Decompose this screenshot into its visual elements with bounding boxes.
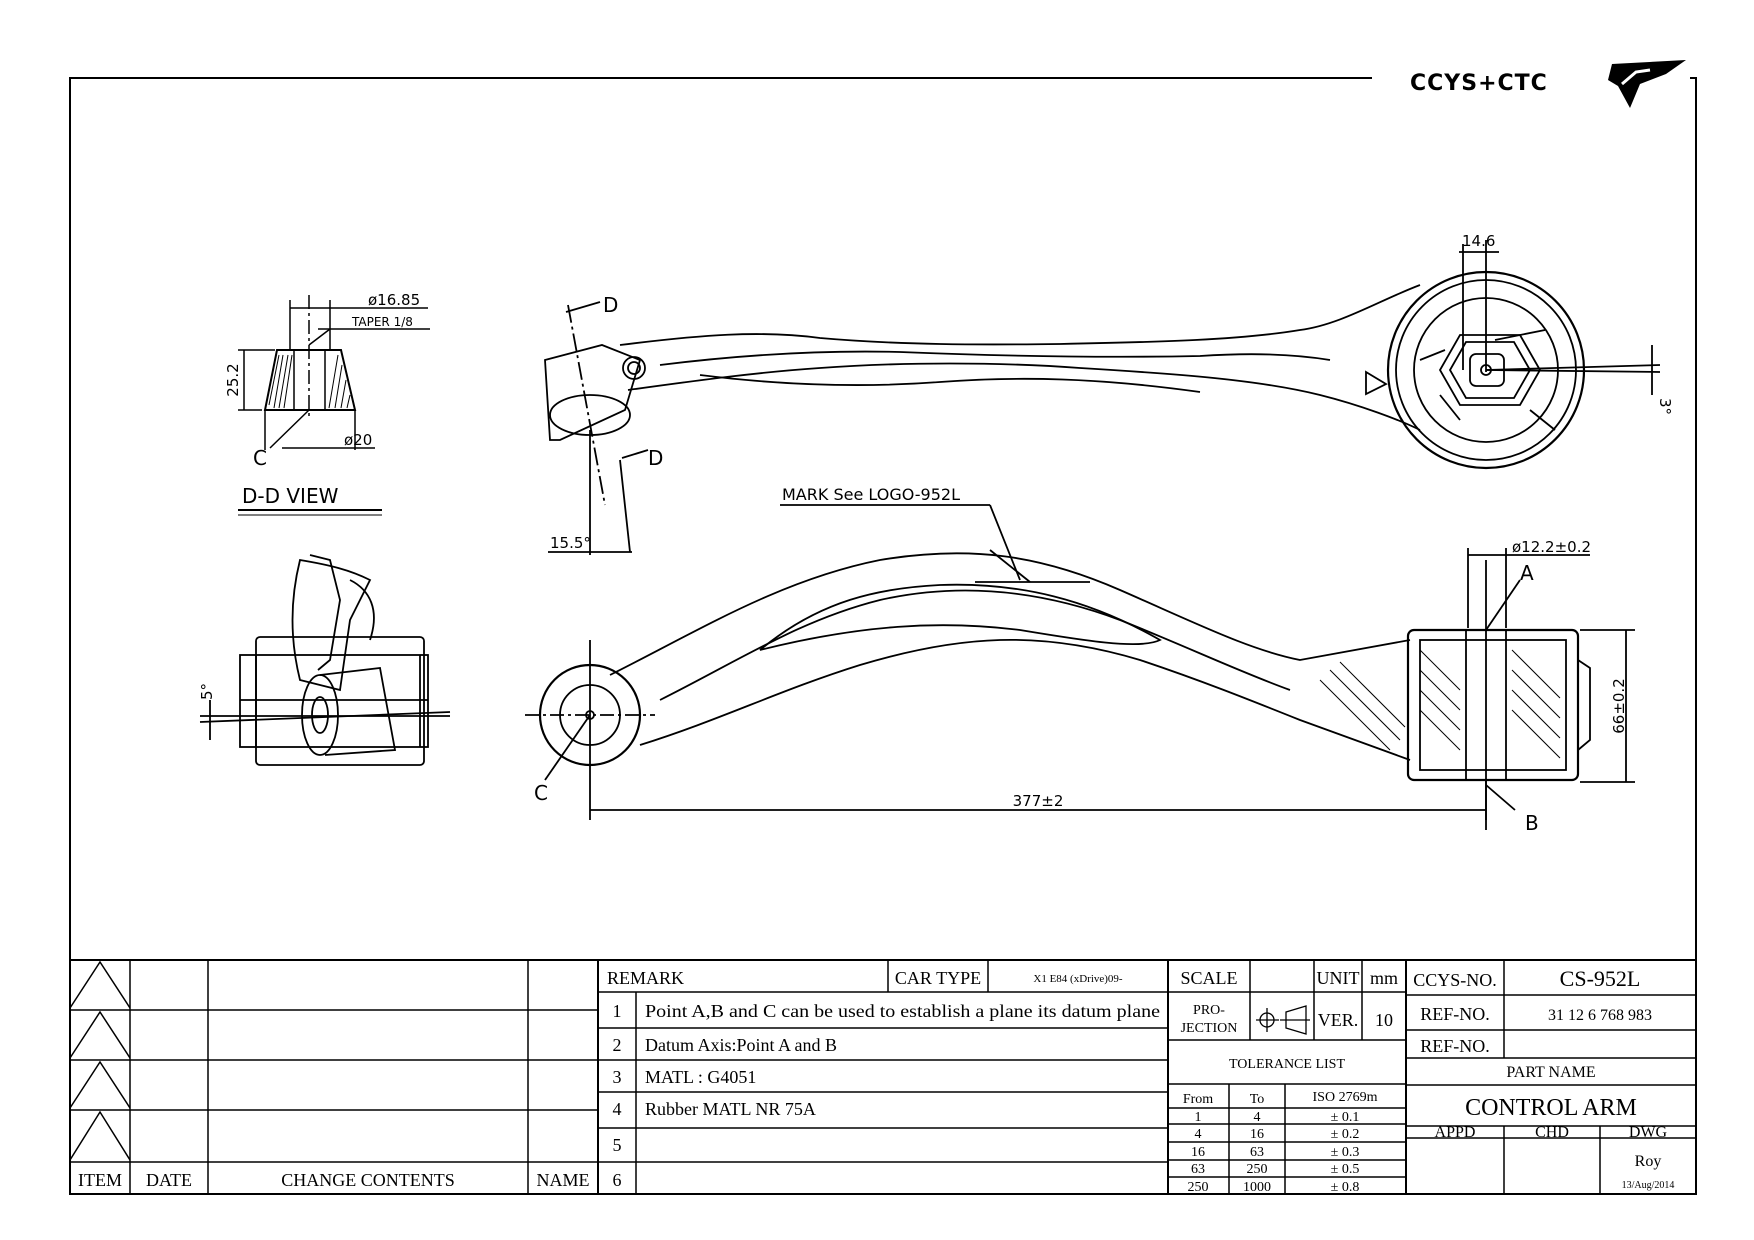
tol-row-4-iso: ± 0.5 — [1331, 1162, 1360, 1177]
ccys-value: CS-952L — [1560, 966, 1641, 991]
tol-row-5-to: 1000 — [1243, 1180, 1271, 1195]
drawing-border — [69, 77, 1697, 1195]
unit-value: mm — [1370, 968, 1398, 988]
projection-label-1: PRO- — [1193, 1003, 1225, 1018]
tol-row-1-from: 1 — [1195, 1110, 1202, 1125]
logo-emblem-icon — [1608, 60, 1686, 108]
ver-value: 10 — [1375, 1010, 1393, 1030]
remark-text-3: MATL : G4051 — [645, 1067, 756, 1087]
logo-text: CCYS+CTC — [1410, 71, 1548, 96]
projection-label-2: JECTION — [1181, 1021, 1238, 1036]
side-angle: 5° — [198, 683, 216, 700]
ccys-label: CCYS-NO. — [1413, 970, 1497, 990]
dd-dim-top: ø16.85 — [368, 291, 420, 309]
tol-row-5-iso: ± 0.8 — [1331, 1180, 1360, 1195]
part-name-label: PART NAME — [1506, 1064, 1595, 1081]
projection-symbol-icon — [1256, 1005, 1310, 1035]
front-label-c: C — [534, 781, 548, 805]
ref-label: REF-NO. — [1420, 1004, 1490, 1024]
top-view-arm — [544, 240, 1661, 555]
tol-header-iso: ISO 2769m — [1313, 1090, 1378, 1105]
tol-row-1-to: 4 — [1254, 1110, 1261, 1125]
dd-taper: TAPER 1/8 — [351, 315, 413, 329]
scale-label: SCALE — [1180, 968, 1237, 988]
rev-header-item: ITEM — [78, 1170, 122, 1190]
dd-view-title: D-D VIEW — [242, 484, 339, 508]
ref-label-2: REF-NO. — [1420, 1036, 1490, 1056]
dd-dim-bottom: ø20 — [344, 431, 372, 449]
tol-header-to: To — [1250, 1092, 1265, 1107]
chd-label: CHD — [1535, 1124, 1569, 1141]
front-view-arm — [525, 504, 1635, 830]
tol-row-4-to: 250 — [1247, 1162, 1268, 1177]
dd-dim-height: 25.2 — [224, 363, 242, 396]
rev-header-date: DATE — [146, 1170, 192, 1190]
top-section-mark-1: D — [603, 293, 618, 317]
remark-no-5: 5 — [613, 1135, 622, 1155]
remark-header: REMARK — [607, 968, 684, 988]
remark-no-2: 2 — [613, 1035, 622, 1055]
tol-row-2-to: 16 — [1250, 1127, 1264, 1142]
dd-point-c: C — [253, 446, 267, 470]
front-dim-length: 377±2 — [1013, 792, 1064, 810]
tol-header-from: From — [1183, 1092, 1213, 1107]
part-name: CONTROL ARM — [1465, 1095, 1637, 1121]
remark-no-3: 3 — [613, 1067, 622, 1087]
top-angle: 15.5° — [550, 534, 591, 552]
remark-text-1: Point A,B and C can be used to establish… — [645, 1001, 1160, 1021]
dwg-label: DWG — [1629, 1124, 1668, 1141]
drawing-date: 13/Aug/2014 — [1622, 1180, 1675, 1191]
ver-label: VER. — [1318, 1010, 1359, 1030]
tol-row-2-iso: ± 0.2 — [1331, 1127, 1360, 1142]
remark-no-4: 4 — [613, 1099, 622, 1119]
tol-row-3-iso: ± 0.3 — [1331, 1145, 1360, 1160]
front-dim-bore: ø12.2±0.2 — [1512, 538, 1591, 556]
tol-row-3-from: 16 — [1191, 1145, 1205, 1160]
remark-text-4: Rubber MATL NR 75A — [645, 1099, 816, 1119]
car-type-value: X1 E84 (xDrive)09- — [1033, 973, 1123, 985]
tol-row-3-to: 63 — [1250, 1145, 1264, 1160]
tol-row-4-from: 63 — [1191, 1162, 1205, 1177]
tol-row-2-from: 4 — [1195, 1127, 1202, 1142]
side-view — [199, 554, 451, 766]
top-section-mark-2: D — [648, 446, 663, 470]
rev-header-change: CHANGE CONTENTS — [281, 1170, 455, 1190]
car-type-label: CAR TYPE — [895, 968, 981, 988]
appd-label: APPD — [1435, 1124, 1476, 1141]
top-dim-width: 14.6 — [1462, 232, 1495, 250]
tol-row-1-iso: ± 0.1 — [1331, 1110, 1360, 1125]
tol-row-5-from: 250 — [1188, 1180, 1209, 1195]
unit-label: UNIT — [1317, 968, 1360, 988]
front-label-a: A — [1520, 561, 1534, 585]
tolerance-title: TOLERANCE LIST — [1229, 1057, 1345, 1072]
title-block-grid — [69, 959, 1696, 1194]
company-logo: CCYS+CTC — [1410, 60, 1686, 108]
remark-no-6: 6 — [613, 1170, 622, 1190]
top-angle-right: 3° — [1656, 398, 1674, 415]
remark-no-1: 1 — [613, 1001, 622, 1021]
front-mark-note: MARK See LOGO-952L — [782, 485, 960, 504]
ref-value: 31 12 6 768 983 — [1548, 1007, 1652, 1024]
front-label-b: B — [1525, 811, 1539, 835]
dd-section-view — [238, 295, 430, 516]
front-dim-height: 66±0.2 — [1610, 678, 1628, 734]
drawn-by: Roy — [1635, 1153, 1662, 1170]
remark-text-2: Datum Axis:Point A and B — [645, 1035, 837, 1055]
rev-header-name: NAME — [537, 1170, 590, 1190]
